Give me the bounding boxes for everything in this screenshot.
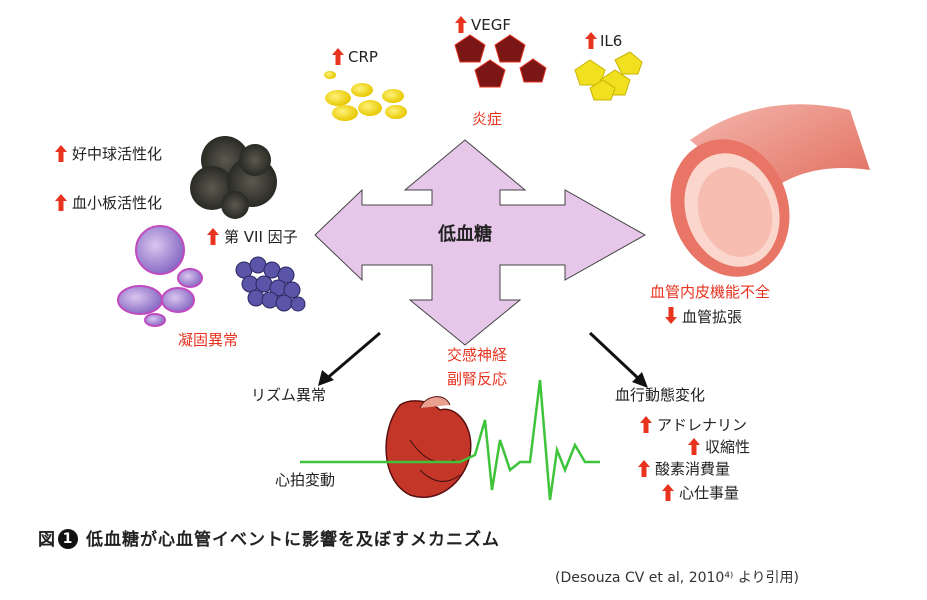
contractility-up-arrow-icon (688, 438, 700, 455)
platelet-up-arrow-icon (55, 194, 67, 211)
crp-label: CRP (348, 48, 378, 66)
arrow-to-arrhythmia (318, 331, 381, 386)
coagulation-title: 凝固異常 (178, 331, 239, 349)
hemodynamic-label: 血行動態変化 (615, 386, 706, 404)
il6-molecules-icon (574, 51, 643, 101)
vascular-title: 血管内皮機能不全 (650, 283, 771, 301)
heart-icon (385, 396, 472, 498)
il6-label: IL6 (600, 32, 623, 50)
factor7-up-arrow-icon (207, 228, 219, 245)
arrhythmia-label: リズム異常 (251, 386, 327, 404)
central-four-way-arrow (314, 139, 647, 346)
adrenaline-up-arrow-icon (640, 416, 652, 433)
sympathetic-label: 交感神経 (447, 346, 508, 364)
factor7-label: 第 VII 因子 (224, 228, 298, 246)
figure-prefix: 図 (38, 530, 56, 550)
arrow-to-hemodynamic (588, 331, 648, 388)
oxygen-up-arrow-icon (638, 460, 650, 477)
oxygen-label: 酸素消費量 (655, 460, 731, 478)
ecg-trace (300, 379, 600, 501)
platelet-cells-icon (117, 225, 203, 327)
center-label: 低血糖 (438, 224, 492, 245)
contractility-label: 収縮性 (705, 438, 751, 456)
neutrophil-cells-icon (190, 136, 277, 219)
platelet-label: 血小板活性化 (72, 194, 163, 212)
source-citation: (Desouza CV et al, 2010⁴⁾ より引用) (555, 570, 800, 586)
workload-up-arrow-icon (662, 484, 674, 501)
adrenal-label: 副腎反応 (447, 370, 508, 388)
figure-caption-text: 低血糖が心血管イベントに影響を及ぼすメカニズム (86, 530, 500, 550)
neutrophil-up-arrow-icon (55, 145, 67, 162)
crp-up-arrow-icon (332, 48, 344, 65)
vegf-up-arrow-icon (455, 16, 467, 33)
inflammation-title: 炎症 (472, 110, 503, 128)
figure-number: 1 (58, 529, 78, 549)
hr-variability-label: 心拍変動 (275, 471, 336, 489)
blood-vessel-icon (670, 104, 870, 277)
workload-label: 心仕事量 (679, 484, 740, 502)
crp-molecules-icon (324, 71, 407, 121)
vasodilation-label: 血管拡張 (682, 308, 743, 326)
factor-vii-cells-icon (235, 256, 306, 312)
adrenaline-label: アドレナリン (657, 416, 748, 434)
vegf-label: VEGF (471, 16, 511, 34)
vegf-molecules-icon (454, 34, 547, 88)
neutrophil-label: 好中球活性化 (72, 145, 163, 163)
vasodilation-down-arrow-icon (665, 307, 677, 324)
il6-up-arrow-icon (585, 32, 597, 49)
